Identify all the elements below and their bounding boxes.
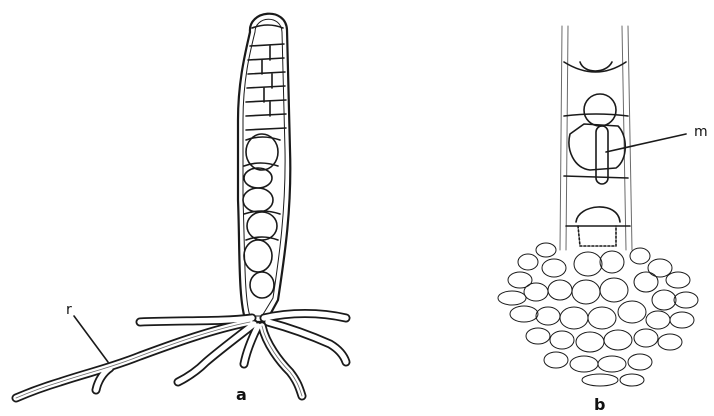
filament-b-cells (564, 62, 630, 246)
callout-line-m (606, 134, 686, 152)
panel-a-drawing (16, 14, 346, 398)
filament-cells-lower (243, 134, 280, 298)
callout-line-r (74, 316, 108, 362)
filament-cells-upper (246, 25, 286, 130)
callout-label-r: r (66, 302, 72, 318)
panel-label-b: b (594, 395, 605, 414)
basal-cell-cluster (498, 243, 698, 386)
panel-label-a: a (236, 385, 247, 404)
callout-label-m: m (694, 124, 708, 140)
rhizoids (16, 314, 346, 399)
panel-b-drawing (498, 26, 698, 386)
